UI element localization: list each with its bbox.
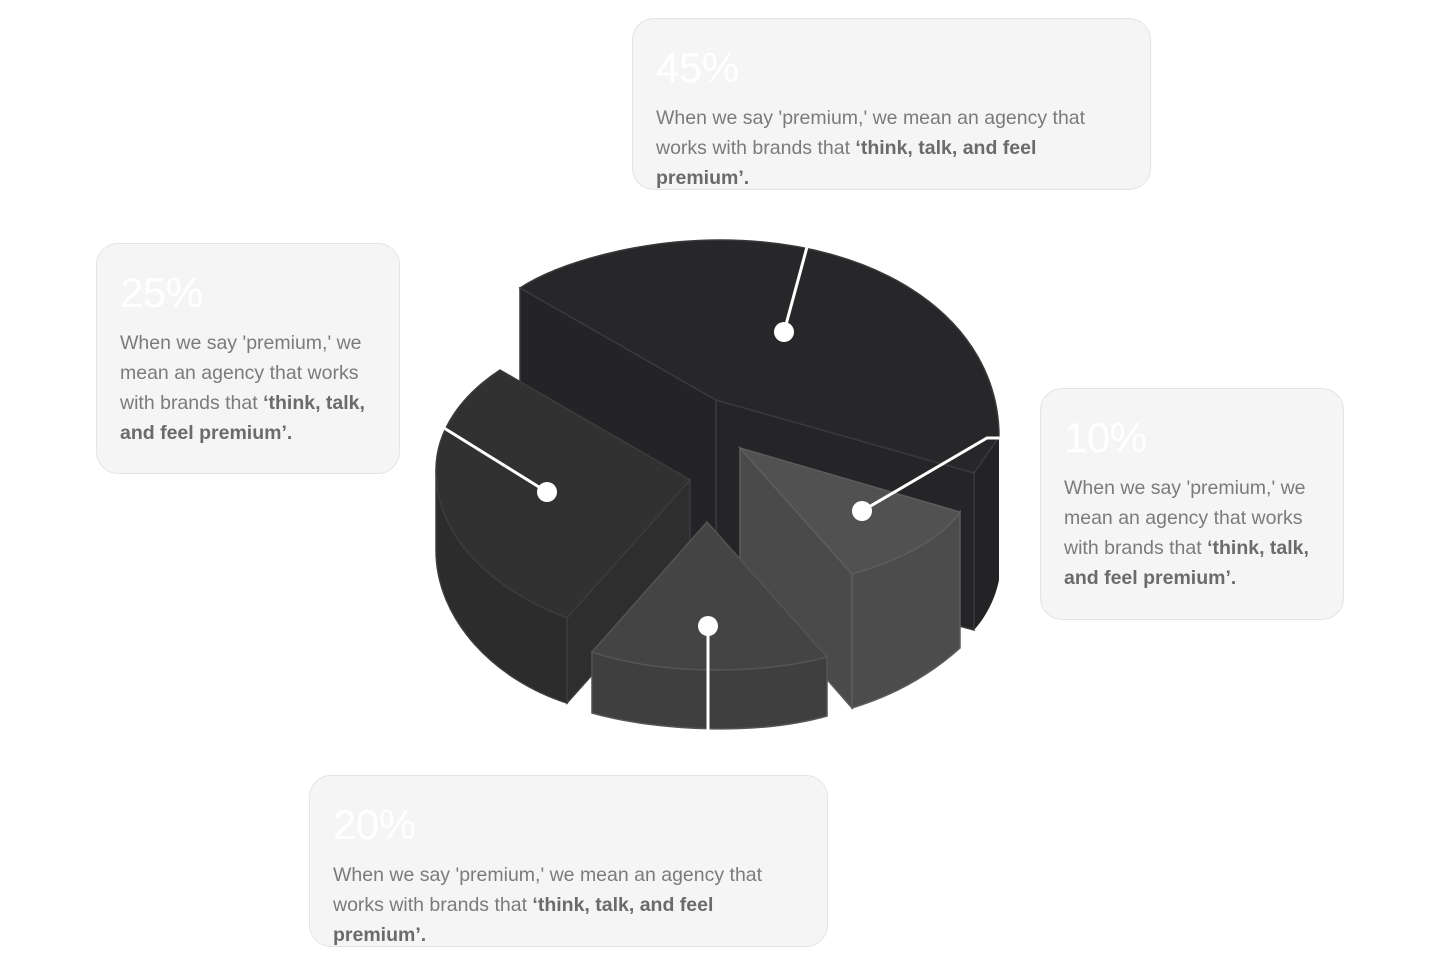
slice-25-top xyxy=(435,369,692,619)
slice-20-top xyxy=(590,520,829,671)
callout-card-45: 45% When we say 'premium,' we mean an ag… xyxy=(632,18,1151,190)
marker-10 xyxy=(852,501,872,521)
callout-card-10: 10% When we say 'premium,' we mean an ag… xyxy=(1040,388,1344,620)
leader-line-45 xyxy=(782,246,809,333)
callout-card-20: 20% When we say 'premium,' we mean an ag… xyxy=(309,775,828,947)
callout-value: 45% xyxy=(656,44,739,91)
callout-value: 25% xyxy=(120,269,203,316)
callout-value: 20% xyxy=(333,801,416,848)
callout-value: 10% xyxy=(1064,414,1147,461)
leader-line-10 xyxy=(861,436,1000,513)
callout-card-25: 25% When we say 'premium,' we mean an ag… xyxy=(96,243,400,474)
marker-45 xyxy=(774,322,794,342)
marker-20 xyxy=(698,616,718,636)
slice-45-top xyxy=(518,239,1000,474)
callout-description: When we say 'premium,' we mean an agency… xyxy=(656,107,1086,189)
slice-10-top xyxy=(737,446,962,575)
leader-line-25 xyxy=(443,426,548,494)
slice-10 xyxy=(737,446,962,710)
leader-lines xyxy=(443,246,1000,730)
callout-description: When we say 'premium,' we mean an agency… xyxy=(333,864,763,946)
callout-description: When we say 'premium,' we mean an agency… xyxy=(1064,477,1309,589)
marker-25 xyxy=(537,482,557,502)
markers xyxy=(537,322,872,636)
callout-description: When we say 'premium,' we mean an agency… xyxy=(120,332,365,444)
slice-45-outer-wall xyxy=(974,437,999,630)
